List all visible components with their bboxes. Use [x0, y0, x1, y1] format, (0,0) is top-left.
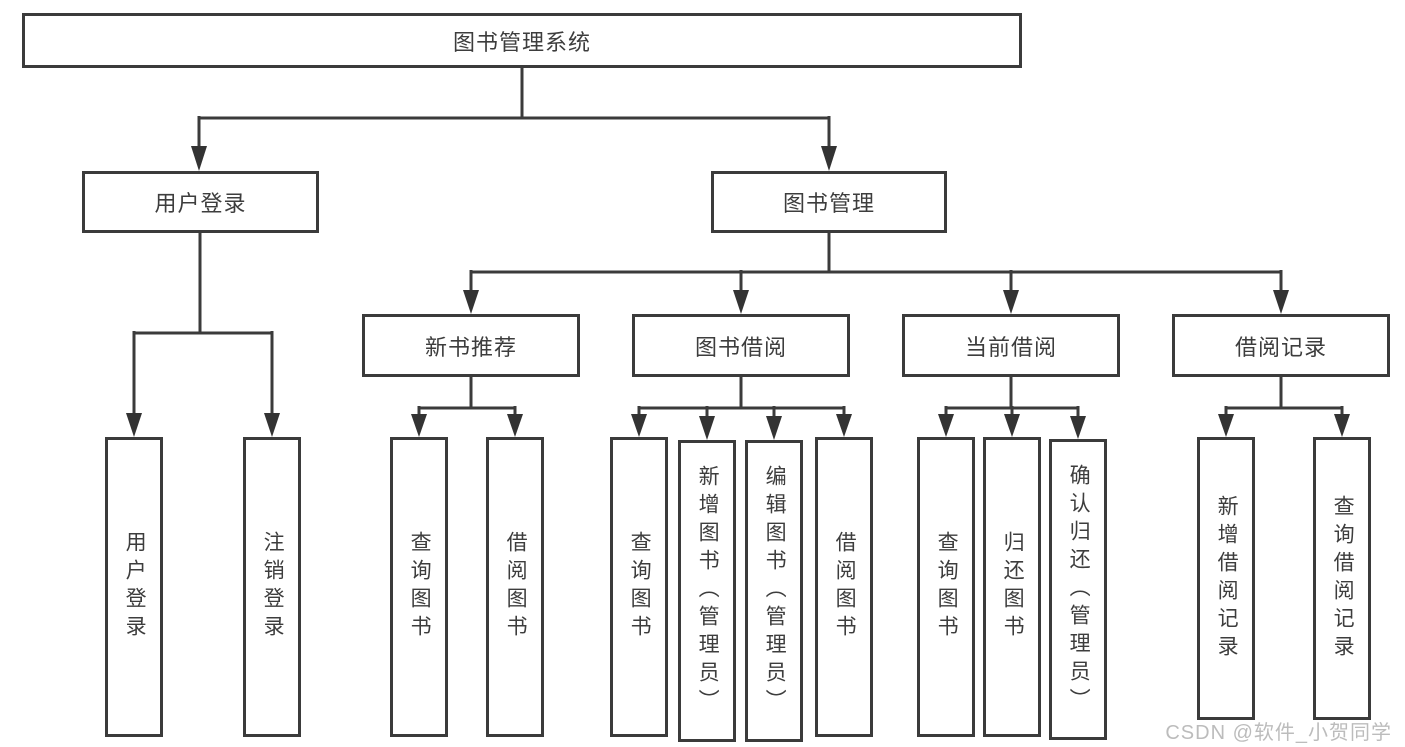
leaf-add-borrow-record: 新增借阅记录 — [1197, 437, 1255, 720]
csdn-watermark: CSDN @软件_小贺同学 — [1165, 722, 1392, 744]
leaf-label: 借阅图书 — [504, 531, 528, 643]
leaf-user-login: 用户登录 — [105, 437, 163, 737]
node-user-login: 用户登录 — [82, 171, 319, 233]
leaf-query-books-current: 查询图书 — [917, 437, 975, 737]
node-book-borrow: 图书借阅 — [632, 314, 850, 377]
node-book-management: 图书管理 — [711, 171, 947, 233]
leaf-confirm-return-admin: 确认归还（管理员） — [1049, 439, 1107, 740]
node-label: 图书管理 — [782, 191, 875, 216]
leaf-label: 新增借阅记录 — [1215, 494, 1239, 663]
leaf-add-books-admin: 新增图书（管理员） — [678, 440, 736, 742]
node-new-book-recommend: 新书推荐 — [362, 314, 580, 377]
leaf-return-books: 归还图书 — [983, 437, 1041, 737]
node-borrow-records: 借阅记录 — [1172, 314, 1390, 377]
leaf-label: 查询图书 — [628, 531, 652, 643]
node-label: 用户登录 — [154, 191, 247, 216]
node-label: 借阅记录 — [1234, 334, 1327, 360]
leaf-borrow-books-recommend: 借阅图书 — [486, 437, 544, 737]
leaf-logout: 注销登录 — [243, 437, 301, 737]
node-label: 新书推荐 — [424, 334, 517, 360]
leaf-borrow-books: 借阅图书 — [815, 437, 873, 737]
leaf-edit-books-admin: 编辑图书（管理员） — [745, 440, 803, 742]
leaf-label: 确认归还（管理员） — [1067, 463, 1091, 716]
leaf-query-borrow-record: 查询借阅记录 — [1313, 437, 1371, 720]
leaf-query-books-borrow: 查询图书 — [610, 437, 668, 737]
leaf-label: 编辑图书（管理员） — [763, 465, 787, 717]
node-current-borrow: 当前借阅 — [902, 314, 1120, 377]
leaf-label: 借阅图书 — [833, 531, 857, 643]
leaf-label: 归还图书 — [1001, 531, 1025, 643]
node-label: 图书借阅 — [694, 334, 787, 360]
node-label: 图书管理系统 — [452, 29, 591, 55]
leaf-label: 查询图书 — [935, 531, 959, 643]
node-library-management-system: 图书管理系统 — [22, 13, 1022, 68]
leaf-label: 新增图书（管理员） — [696, 465, 720, 717]
node-label: 当前借阅 — [964, 334, 1057, 360]
leaf-label: 用户登录 — [123, 531, 147, 643]
leaf-label: 查询图书 — [408, 531, 432, 643]
leaf-label: 注销登录 — [261, 531, 285, 643]
leaf-label: 查询借阅记录 — [1331, 494, 1355, 663]
leaf-query-books-recommend: 查询图书 — [390, 437, 448, 737]
